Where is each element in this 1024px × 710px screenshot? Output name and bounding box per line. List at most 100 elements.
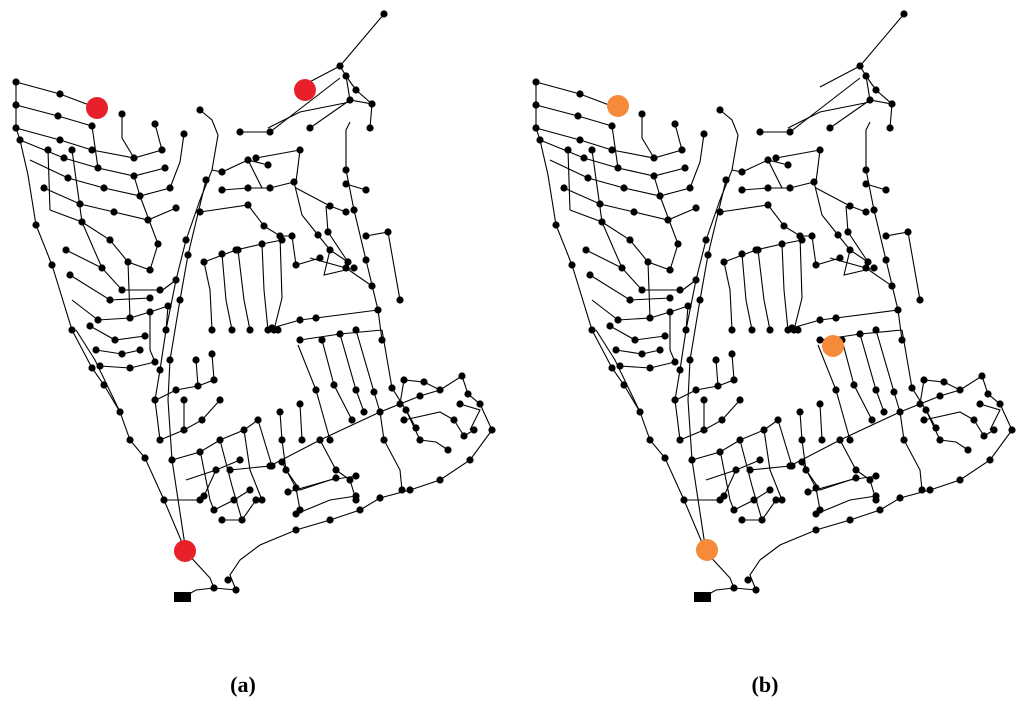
- pipe-segment: [819, 65, 871, 101]
- pipe-segment: [791, 309, 899, 329]
- junction-node: [284, 488, 292, 496]
- junction-node: [904, 228, 912, 236]
- pipe-segment: [539, 139, 686, 177]
- network-panel-a: [0, 0, 512, 640]
- pipe-segment: [381, 329, 421, 441]
- junction-node: [254, 416, 262, 424]
- junction-node: [380, 10, 388, 18]
- junction-node: [720, 258, 728, 266]
- junction-node: [798, 436, 806, 444]
- pipe-segment: [19, 139, 166, 177]
- junction-node: [964, 446, 972, 454]
- junction-node: [416, 436, 424, 444]
- junction-node: [626, 236, 634, 244]
- junction-node: [778, 496, 786, 504]
- junction-node: [728, 326, 736, 334]
- junction-node: [88, 146, 96, 154]
- pipe-segment: [611, 125, 619, 169]
- junction-node: [118, 110, 126, 118]
- junction-node: [716, 448, 724, 456]
- pipe-segment: [71, 149, 83, 223]
- pipe-segment: [155, 379, 215, 401]
- junction-node: [692, 276, 700, 284]
- junction-node: [350, 206, 358, 214]
- junction-node: [110, 208, 118, 216]
- junction-node: [292, 526, 300, 534]
- pipe-segment: [15, 82, 215, 589]
- junction-node: [92, 346, 100, 354]
- junction-node: [292, 484, 300, 492]
- junction-node: [352, 86, 360, 94]
- junction-node: [671, 396, 679, 404]
- junction-node: [356, 506, 364, 514]
- junction-node: [608, 364, 616, 372]
- junction-node: [344, 258, 352, 266]
- junction-node: [728, 350, 736, 358]
- sensor-node: [86, 97, 108, 119]
- junction-node: [218, 516, 226, 524]
- junction-node: [116, 408, 124, 416]
- junction-node: [850, 381, 858, 389]
- junction-node: [894, 306, 902, 314]
- pipe-segment: [535, 82, 735, 589]
- junction-node: [680, 496, 688, 504]
- junction-node: [738, 516, 746, 524]
- pipe-segment: [243, 429, 263, 501]
- junction-node: [798, 236, 806, 244]
- junction-node: [216, 436, 224, 444]
- pipe-segment: [219, 439, 243, 521]
- junction-node: [646, 364, 654, 372]
- junction-node: [362, 256, 370, 264]
- pipe-segment: [203, 469, 217, 497]
- junction-node: [396, 296, 404, 304]
- junction-node: [676, 286, 684, 294]
- junction-node: [696, 296, 704, 304]
- pipe-segment: [647, 261, 651, 319]
- pipe-segment: [403, 411, 455, 421]
- junction-node: [210, 376, 218, 384]
- junction-node: [156, 286, 164, 294]
- junction-node: [586, 271, 594, 279]
- junction-node: [836, 436, 844, 444]
- pipe-segment: [339, 13, 385, 67]
- junction-node: [366, 124, 374, 132]
- junction-node: [796, 408, 804, 416]
- junction-node: [926, 486, 934, 494]
- pipe-segment: [127, 261, 131, 319]
- junction-node: [224, 576, 232, 584]
- junction-node: [722, 176, 730, 184]
- pipe-segment: [741, 253, 753, 331]
- junction-node: [240, 426, 248, 434]
- junction-node: [182, 236, 190, 244]
- junction-node: [956, 386, 964, 394]
- junction-node: [316, 436, 324, 444]
- junction-group: [532, 10, 1016, 594]
- pipe-segment: [885, 231, 921, 301]
- junction-node: [844, 228, 852, 236]
- junction-node: [976, 400, 984, 408]
- junction-node: [64, 174, 72, 182]
- junction-node: [756, 128, 764, 136]
- pipe-segment: [923, 411, 975, 421]
- junction-node: [870, 264, 878, 272]
- junction-node: [532, 78, 540, 86]
- junction-node: [412, 424, 420, 432]
- sensor-node: [174, 540, 196, 562]
- junction-node: [278, 436, 286, 444]
- junction-node: [118, 286, 126, 294]
- junction-node: [406, 486, 414, 494]
- junction-node: [704, 251, 712, 259]
- reservoir-icon: [174, 592, 191, 602]
- junction-node: [620, 184, 628, 192]
- junction-node: [916, 296, 924, 304]
- pipe-segment: [760, 77, 861, 133]
- junction-node: [362, 232, 370, 240]
- junction-node: [908, 384, 916, 392]
- junction-node: [866, 96, 874, 104]
- junction-node: [826, 124, 834, 132]
- junction-node: [184, 251, 192, 259]
- junction-node: [208, 350, 216, 358]
- sensor-group: [86, 79, 316, 562]
- junction-node: [48, 261, 56, 269]
